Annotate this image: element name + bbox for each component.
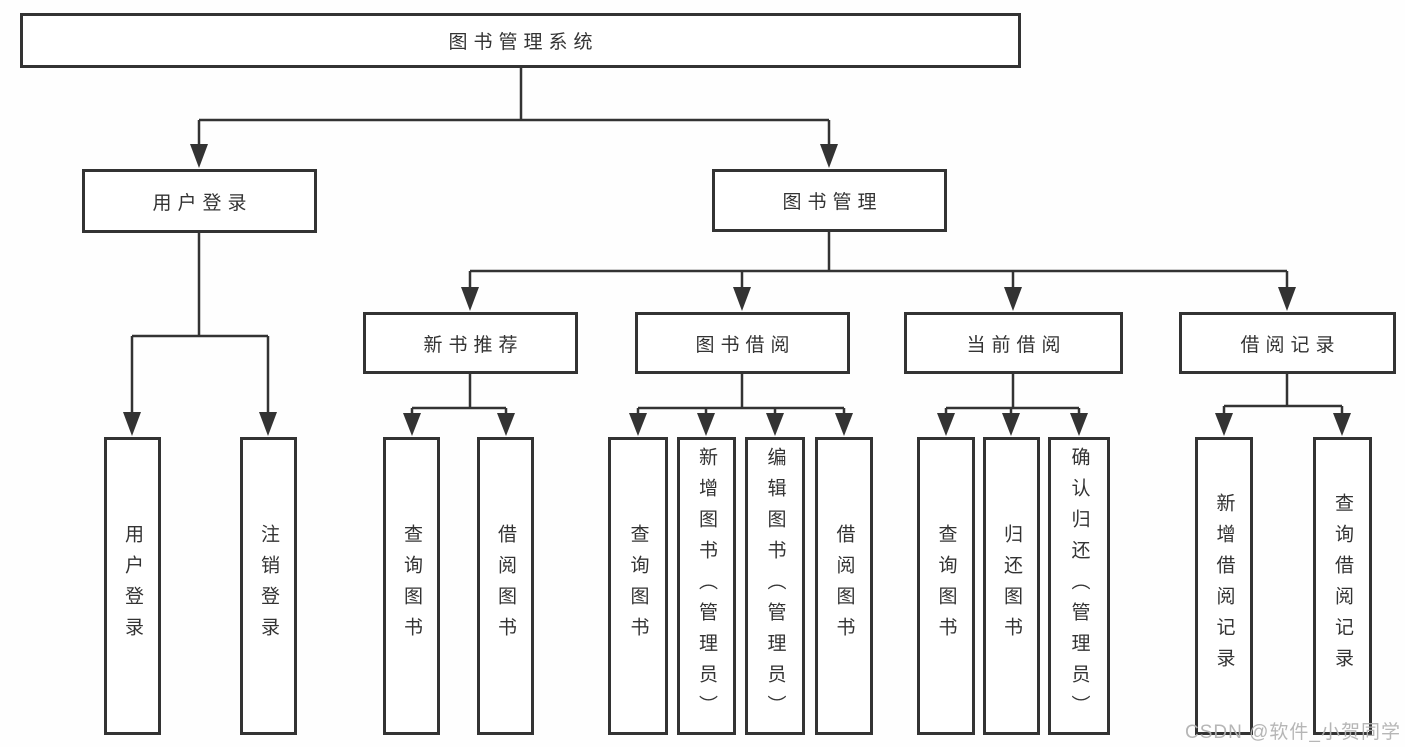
node-user-login-branch: 用户登录 — [82, 169, 317, 233]
node-new-book-recommend: 新书推荐 — [363, 312, 578, 374]
node-borrowing-records: 借阅记录 — [1179, 312, 1396, 374]
node-current-borrowing: 当前借阅 — [904, 312, 1123, 374]
leaf-user-login: 用户登录 — [104, 437, 161, 735]
leaf-add-borrow-record: 新增借阅记录 — [1195, 437, 1253, 735]
node-book-borrowing: 图书借阅 — [635, 312, 850, 374]
leaf-return-books: 归还图书 — [983, 437, 1040, 735]
leaf-query-books-borrowing: 查询图书 — [608, 437, 668, 735]
leaf-logout: 注销登录 — [240, 437, 297, 735]
leaf-query-borrow-record: 查询借阅记录 — [1313, 437, 1372, 735]
arrowheads — [123, 144, 1351, 436]
leaf-add-book-admin: 新增图书（管理员） — [677, 437, 736, 735]
csdn-watermark: CSDN @软件_小贺同学 — [1185, 722, 1401, 743]
leaf-confirm-return-admin: 确认归还（管理员） — [1048, 437, 1110, 735]
leaf-query-books-recommend: 查询图书 — [383, 437, 440, 735]
leaf-query-books-current: 查询图书 — [917, 437, 975, 735]
leaf-borrow-books-recommend: 借阅图书 — [477, 437, 534, 735]
node-book-management-branch: 图书管理 — [712, 169, 947, 232]
leaf-borrow-books-borrowing: 借阅图书 — [815, 437, 873, 735]
node-root-system: 图书管理系统 — [20, 13, 1021, 68]
leaf-edit-book-admin: 编辑图书（管理员） — [745, 437, 805, 735]
